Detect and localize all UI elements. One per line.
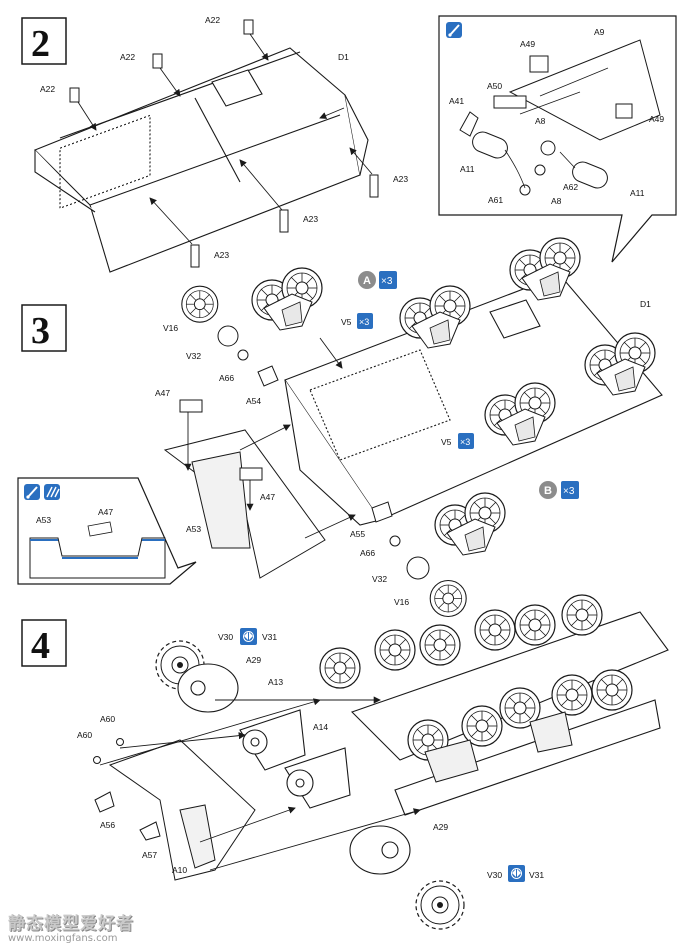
label-a60: A60 bbox=[77, 730, 92, 740]
striped-texture-icon bbox=[44, 484, 60, 500]
hull-floor-d1 bbox=[284, 274, 663, 526]
step-3: 3 bbox=[17, 238, 663, 618]
paint-brush-icon bbox=[446, 22, 462, 38]
svg-text:×3: ×3 bbox=[460, 437, 470, 447]
label-a50: A50 bbox=[487, 81, 502, 91]
label-a57: A57 bbox=[142, 850, 157, 860]
label-a62: A62 bbox=[563, 182, 578, 192]
bogie-brackets bbox=[424, 711, 573, 783]
label-a66: A66 bbox=[360, 548, 375, 558]
watermark-name: 静态模型爱好者 bbox=[8, 914, 134, 934]
step-number: 4 bbox=[31, 625, 50, 667]
label-a60: A60 bbox=[100, 714, 115, 724]
label-a14: A14 bbox=[313, 722, 328, 732]
part-a22 bbox=[69, 19, 254, 103]
label-v16: V16 bbox=[163, 323, 178, 333]
label-a22: A22 bbox=[120, 52, 135, 62]
label-v31: V31 bbox=[262, 632, 277, 642]
label-v16: V16 bbox=[394, 597, 409, 607]
step-2: 2 bbox=[21, 15, 677, 273]
svg-text:×3: ×3 bbox=[359, 317, 369, 327]
watermark-url: www.moxingfans.com bbox=[8, 933, 118, 944]
label-a23: A23 bbox=[393, 174, 408, 184]
side-plate-a53 bbox=[163, 399, 326, 579]
label-v5: V5 bbox=[441, 437, 452, 447]
step-number-box bbox=[21, 619, 67, 667]
choose-one-icon bbox=[240, 628, 257, 645]
label-a9: A9 bbox=[594, 27, 605, 37]
label-a22: A22 bbox=[205, 15, 220, 25]
label-v5: V5 bbox=[341, 317, 352, 327]
label-a47: A47 bbox=[260, 492, 275, 502]
subassembly-a-badge: A ×3 bbox=[358, 271, 397, 289]
label-d1: D1 bbox=[640, 299, 651, 309]
step-3-detail-inset: A53 A47 bbox=[17, 477, 197, 585]
choose-one-icon bbox=[508, 865, 525, 882]
label-a29: A29 bbox=[433, 822, 448, 832]
label-v30: V30 bbox=[487, 870, 502, 880]
label-a49: A49 bbox=[649, 114, 664, 124]
label-a22: A22 bbox=[40, 84, 55, 94]
mount-plate-a14 bbox=[284, 747, 351, 809]
hub-parts bbox=[217, 325, 430, 580]
label-v31: V31 bbox=[529, 870, 544, 880]
step-2-detail-inset: A49 A9 A50 A41 A8 A49 A11 A62 A61 A8 A11 bbox=[438, 15, 677, 263]
rear-hull-plate bbox=[93, 738, 256, 881]
hull-floor-d1 bbox=[34, 47, 369, 273]
label-a23: A23 bbox=[214, 250, 229, 260]
watermark: 静态模型爱好者 www.moxingfans.com bbox=[8, 909, 134, 944]
label-v32: V32 bbox=[186, 351, 201, 361]
label-a8: A8 bbox=[551, 196, 562, 206]
label-a66: A66 bbox=[219, 373, 234, 383]
step-number-box bbox=[21, 17, 67, 65]
subassembly-b-badge: B ×3 bbox=[539, 481, 579, 499]
label-a47: A47 bbox=[155, 388, 170, 398]
label-a47: A47 bbox=[98, 507, 113, 517]
step-number: 2 bbox=[31, 23, 50, 65]
v5-multiplier-badge: ×3 ×3 bbox=[357, 313, 474, 449]
label-a61: A61 bbox=[488, 195, 503, 205]
step-4: 4 bbox=[21, 594, 669, 930]
label-a23: A23 bbox=[303, 214, 318, 224]
mount-plate-a13 bbox=[239, 709, 306, 771]
step-number: 3 bbox=[31, 310, 50, 352]
label-a29: A29 bbox=[246, 655, 261, 665]
svg-text:B: B bbox=[544, 485, 552, 497]
label-d1: D1 bbox=[338, 52, 349, 62]
label-a53: A53 bbox=[36, 515, 51, 525]
svg-text:×3: ×3 bbox=[381, 276, 393, 287]
label-a11: A11 bbox=[460, 164, 475, 174]
label-a55: A55 bbox=[350, 529, 365, 539]
label-a10: A10 bbox=[172, 865, 187, 875]
label-a8: A8 bbox=[535, 116, 546, 126]
label-a49: A49 bbox=[520, 39, 535, 49]
label-v32: V32 bbox=[372, 574, 387, 584]
svg-text:×3: ×3 bbox=[563, 486, 575, 497]
label-a54: A54 bbox=[246, 396, 261, 406]
svg-text:A: A bbox=[363, 275, 371, 287]
label-v30: V30 bbox=[218, 632, 233, 642]
part-a23 bbox=[190, 174, 379, 268]
label-a11: A11 bbox=[630, 188, 645, 198]
label-a13: A13 bbox=[268, 677, 283, 687]
step-number-box bbox=[21, 304, 67, 352]
paint-brush-icon bbox=[24, 484, 40, 500]
label-a56: A56 bbox=[100, 820, 115, 830]
label-a41: A41 bbox=[449, 96, 464, 106]
label-a53: A53 bbox=[186, 524, 201, 534]
